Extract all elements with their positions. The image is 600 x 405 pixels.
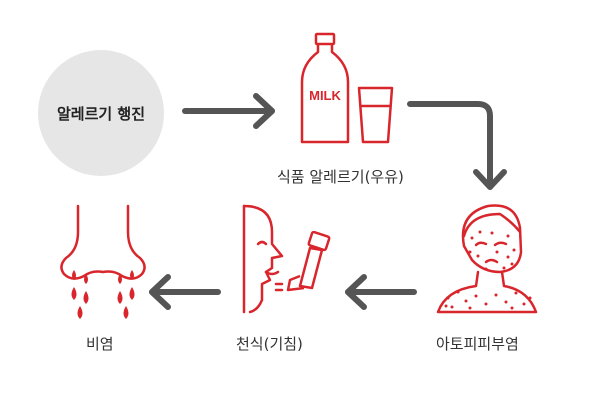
breath-marks xyxy=(274,282,284,292)
allergy-march-label: 알레르기 행진 xyxy=(56,105,146,123)
milk-glass-icon xyxy=(357,86,394,144)
atopic-dermatitis-label: 아토피피부염 xyxy=(436,335,519,353)
milk-bottle-text: MILK xyxy=(309,88,341,103)
arrow-left-2 xyxy=(149,274,221,310)
asthma-person-icon xyxy=(242,204,284,314)
nostril-drops-icon xyxy=(71,270,135,319)
allergy-march-circle xyxy=(38,50,164,176)
rhinitis-label: 비염 xyxy=(86,335,114,353)
food-allergy-label: 식품 알레르기(우유) xyxy=(277,168,404,186)
atopic-person-icon xyxy=(436,204,538,314)
arrow-left-1 xyxy=(345,274,417,310)
nose-icon xyxy=(60,204,146,280)
inhaler-icon xyxy=(286,230,331,292)
milk-bottle-icon xyxy=(300,32,350,144)
rash-dots xyxy=(444,230,532,310)
arrow-right-1 xyxy=(182,93,275,129)
arrow-down xyxy=(407,101,507,190)
asthma-label: 천식(기침) xyxy=(236,335,303,353)
